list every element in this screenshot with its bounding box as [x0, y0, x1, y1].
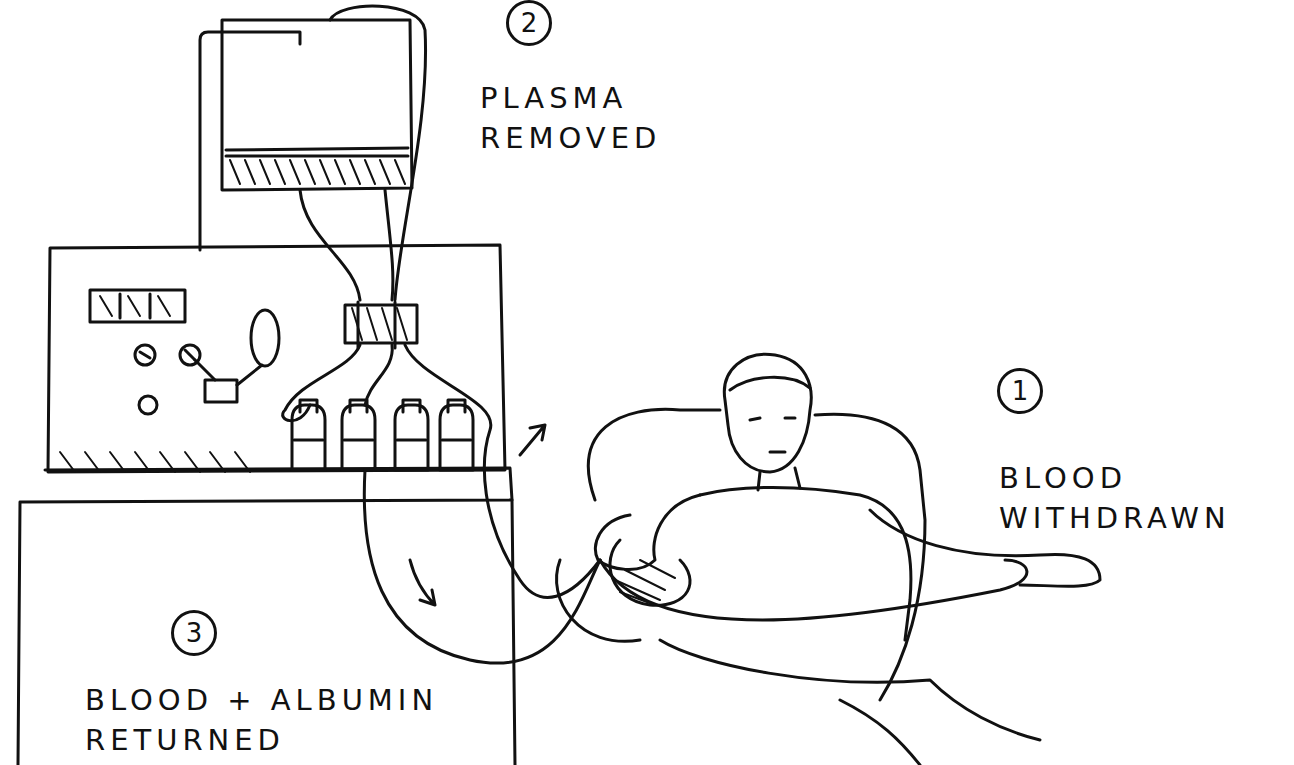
callout-node: 3BLOOD + ALBUMIN RETURNED [85, 610, 525, 765]
step-caption: BLOOD + ALBUMIN RETURNED [85, 680, 520, 760]
flow-arrow [410, 560, 435, 605]
flow-arrow [520, 425, 545, 455]
callout-node: 2PLASMA REMOVED [480, 0, 710, 165]
tube [405, 345, 600, 597]
plasma-bag [222, 20, 412, 190]
step-caption: BLOOD WITHDRAWN [999, 458, 1294, 538]
iv-pole [200, 32, 300, 250]
step-caption: PLASMA REMOVED [480, 78, 705, 158]
tube [365, 345, 392, 405]
callout-number: 2 [506, 0, 552, 46]
tube [330, 6, 426, 300]
callout-node: 1BLOOD WITHDRAWN [995, 368, 1294, 538]
patient [595, 354, 1100, 765]
callout-number: 1 [997, 368, 1043, 414]
tube [600, 560, 1027, 620]
chair [588, 409, 925, 700]
callout-number: 3 [171, 610, 217, 656]
collection-bottles [292, 400, 473, 470]
tube [364, 470, 600, 663]
tube [283, 345, 360, 421]
